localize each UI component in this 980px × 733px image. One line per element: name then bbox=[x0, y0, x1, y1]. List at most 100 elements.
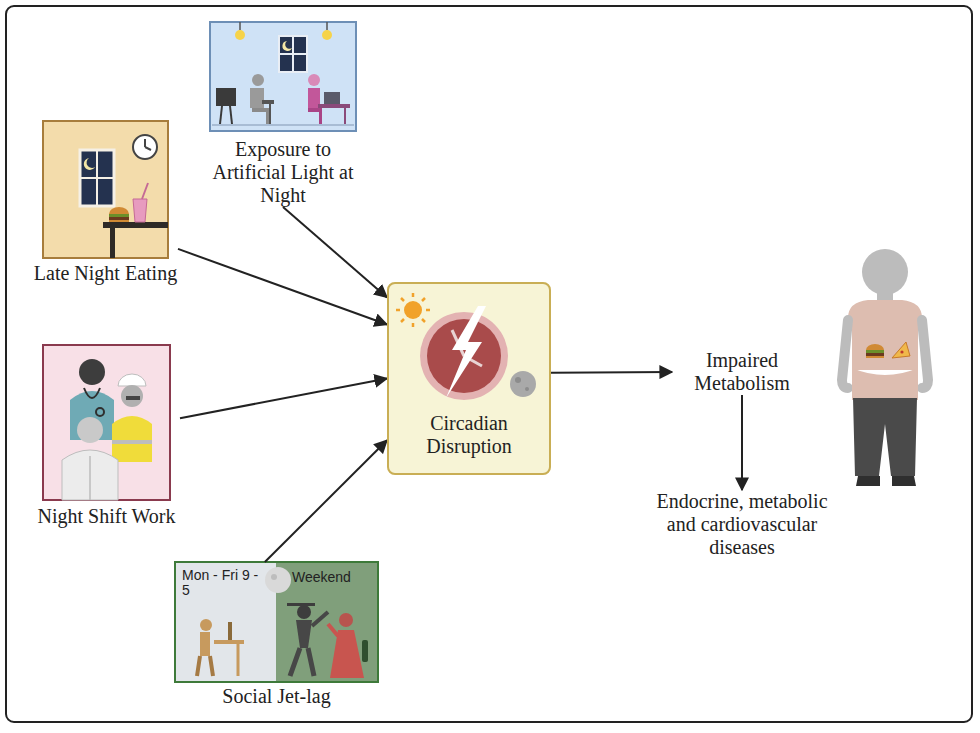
circadian-picture bbox=[412, 293, 415, 297]
outcome-text: Endocrine, metabolic and cardiovascular … bbox=[652, 490, 832, 559]
social-jetlag-picture bbox=[200, 619, 212, 631]
light-at-night-picture bbox=[279, 36, 307, 72]
circadian-picture bbox=[422, 319, 425, 322]
social-jetlag-picture bbox=[296, 620, 312, 648]
light-at-night-picture bbox=[220, 106, 222, 124]
light-at-night-picture bbox=[262, 100, 274, 104]
late-eating-picture bbox=[84, 158, 95, 170]
late-eating-picture bbox=[109, 217, 129, 220]
person-figure bbox=[852, 368, 918, 400]
social-jetlag-picture bbox=[228, 622, 232, 640]
circadian-picture bbox=[404, 301, 422, 319]
night-shift-picture bbox=[62, 450, 118, 500]
person-figure bbox=[900, 350, 903, 353]
panel-note: Weekend bbox=[292, 570, 382, 585]
night-shift-picture bbox=[126, 396, 140, 400]
arrow-connector bbox=[180, 379, 387, 419]
person-figure bbox=[853, 398, 917, 476]
night-shift-picture bbox=[118, 374, 146, 386]
light-panel: Exposure to Artificial Light at Night bbox=[200, 22, 366, 207]
person-figure bbox=[922, 320, 928, 388]
social-jetlag-picture bbox=[200, 632, 210, 656]
person-figure bbox=[842, 249, 928, 486]
late-eating-picture bbox=[110, 228, 115, 258]
arrow-connector bbox=[265, 440, 387, 562]
night-shift-picture bbox=[77, 417, 103, 443]
person-figure bbox=[866, 344, 884, 350]
social-jetlag-picture bbox=[175, 562, 276, 682]
social-jetlag-picture bbox=[287, 603, 315, 606]
social-jetlag-picture bbox=[328, 624, 338, 636]
light-at-night-picture bbox=[239, 22, 241, 30]
arrow-connector bbox=[283, 207, 387, 297]
light-at-night-picture bbox=[269, 104, 271, 124]
node-label: Circadian Disruption bbox=[389, 412, 549, 458]
node-label: Endocrine, metabolic and cardiovascular … bbox=[652, 490, 832, 559]
late-eating-picture bbox=[43, 121, 168, 258]
outer-frame bbox=[6, 6, 972, 722]
circadian-picture bbox=[396, 293, 430, 327]
person-figure bbox=[856, 476, 916, 486]
shift-panel: Night Shift Work bbox=[33, 345, 180, 528]
light-at-night-picture bbox=[308, 74, 320, 86]
light-at-night-picture bbox=[216, 88, 236, 106]
light-at-night-picture bbox=[230, 106, 232, 124]
social-jetlag-picture bbox=[271, 574, 277, 580]
late-eating-picture bbox=[80, 177, 114, 179]
light-at-night-picture bbox=[250, 88, 264, 108]
circadian-picture bbox=[426, 309, 430, 312]
light-at-night-picture bbox=[324, 92, 340, 104]
circadian-picture bbox=[401, 298, 404, 301]
jetlag-panel: Mon - Fri 9 - 5 WeekendSocial Jet-lag bbox=[160, 562, 393, 708]
person-figure bbox=[866, 350, 884, 353]
late-eating-picture bbox=[43, 121, 168, 258]
person-figure bbox=[862, 249, 908, 295]
night-shift-picture bbox=[112, 440, 152, 444]
social-jetlag-picture bbox=[237, 644, 240, 676]
light-at-night-picture bbox=[235, 30, 245, 40]
eating-panel: Late Night Eating bbox=[33, 121, 178, 285]
person-figure bbox=[866, 356, 884, 358]
light-at-night-picture bbox=[282, 41, 292, 51]
node-label: Exposure to Artificial Light at Night bbox=[200, 138, 366, 207]
night-shift-picture bbox=[79, 359, 105, 385]
node-label: Impaired Metabolism bbox=[672, 349, 812, 395]
person-figure bbox=[892, 342, 910, 358]
social-jetlag-picture bbox=[290, 648, 314, 676]
light-at-night-picture bbox=[210, 22, 356, 131]
social-jetlag-picture bbox=[312, 612, 328, 626]
person-figure bbox=[842, 320, 848, 388]
circadian-picture bbox=[387, 282, 551, 475]
social-jetlag-picture bbox=[297, 605, 311, 619]
night-shift-picture bbox=[43, 345, 170, 500]
circadian-picture bbox=[525, 387, 529, 391]
night-shift-picture bbox=[96, 408, 104, 416]
node-label: Late Night Eating bbox=[33, 262, 178, 285]
light-at-night-picture bbox=[326, 22, 328, 30]
outcome-text: Impaired Metabolism bbox=[672, 349, 812, 395]
night-shift-picture bbox=[43, 345, 170, 500]
late-eating-picture bbox=[103, 222, 168, 228]
night-shift-picture bbox=[84, 388, 100, 398]
light-at-night-picture bbox=[322, 30, 332, 40]
late-eating-picture bbox=[109, 220, 129, 222]
circadian-picture bbox=[401, 319, 404, 322]
circadian-picture bbox=[396, 309, 400, 312]
light-at-night-picture bbox=[308, 108, 322, 124]
light-at-night-picture bbox=[212, 124, 354, 126]
night-shift-picture bbox=[89, 456, 91, 500]
social-jetlag-picture bbox=[197, 656, 213, 676]
panel-note: Mon - Fri 9 - 5 bbox=[182, 568, 262, 599]
circadian-picture bbox=[515, 377, 521, 383]
node-label: Social Jet-lag bbox=[160, 685, 393, 708]
circadian-picture bbox=[446, 306, 486, 398]
late-eating-picture bbox=[133, 135, 157, 159]
circadian-picture bbox=[422, 298, 425, 301]
social-jetlag-picture bbox=[214, 640, 244, 644]
person-figure bbox=[848, 300, 922, 370]
late-eating-picture bbox=[142, 183, 148, 199]
person-figure bbox=[866, 353, 884, 356]
light-at-night-picture bbox=[318, 104, 350, 108]
